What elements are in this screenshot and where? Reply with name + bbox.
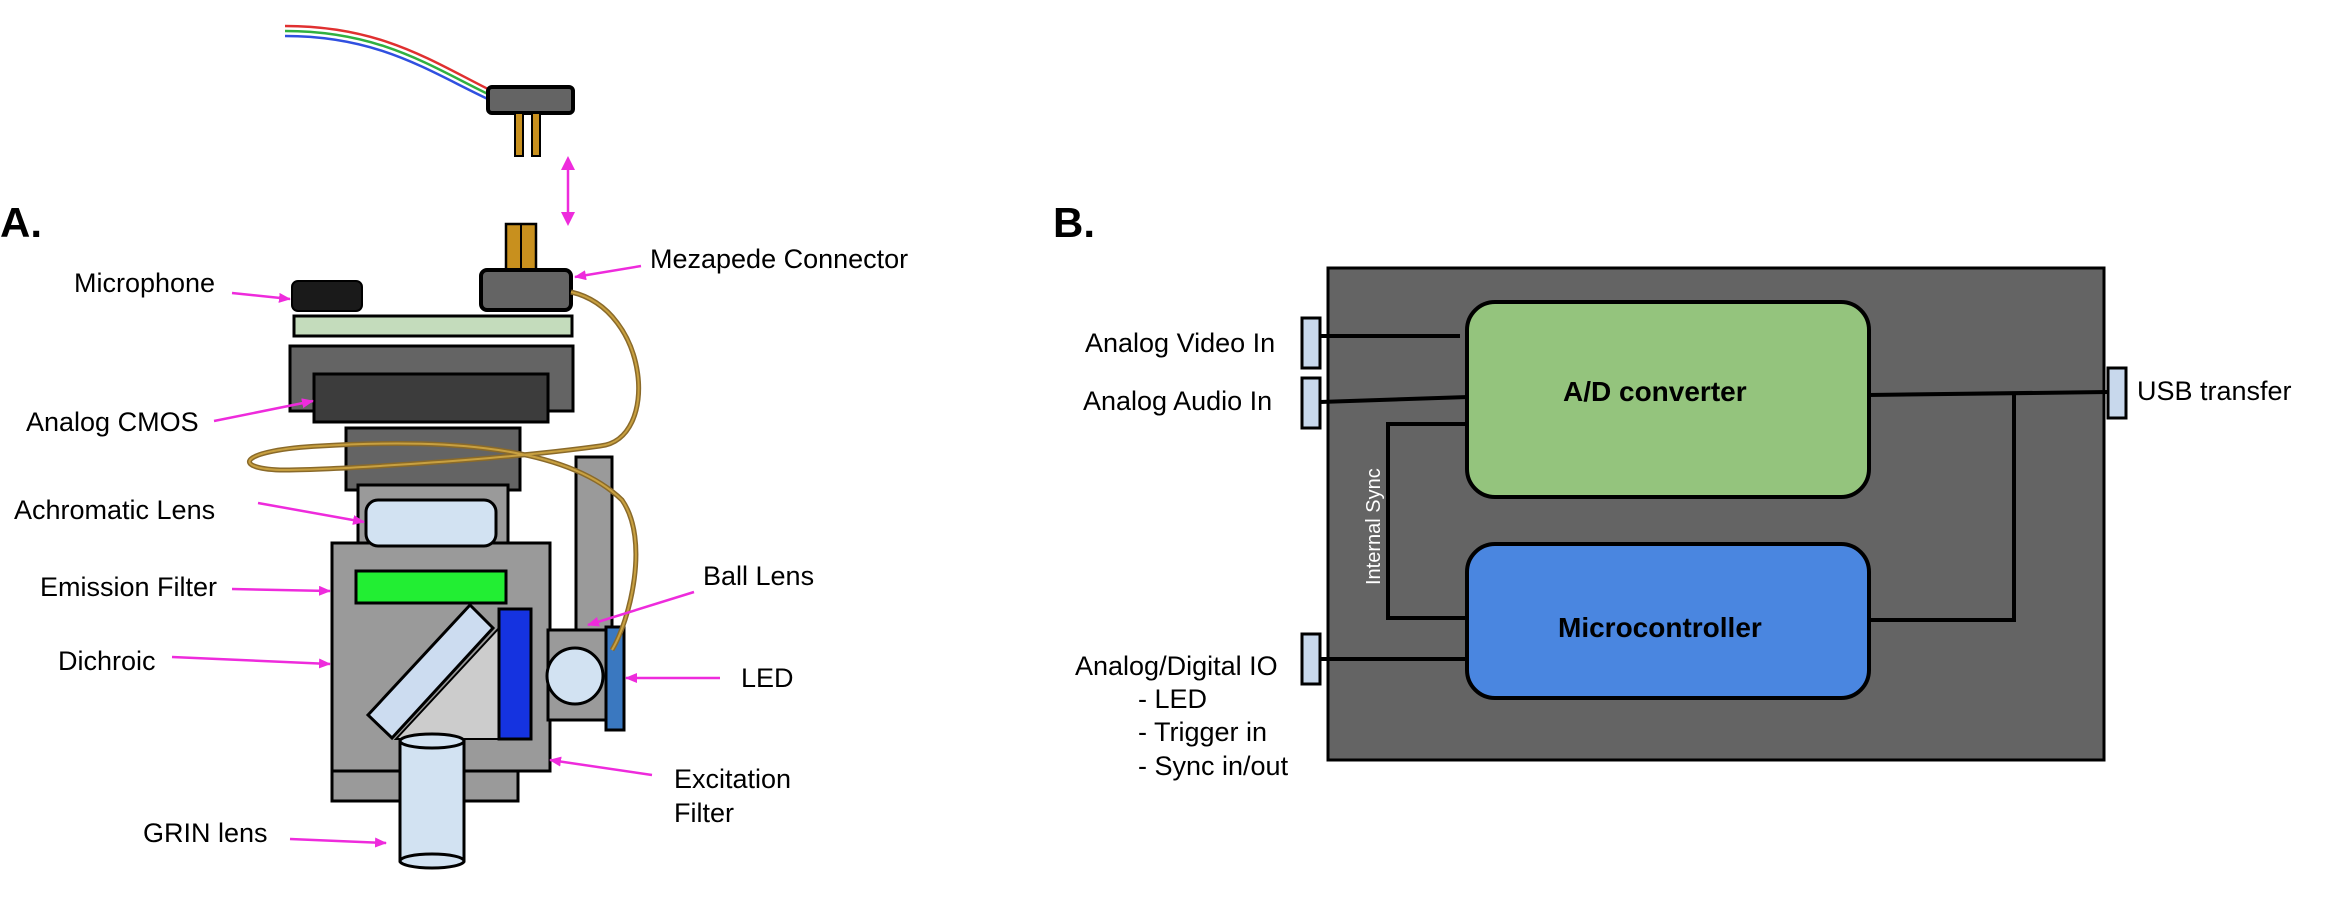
achromatic-lens-label: Achromatic Lens: [14, 495, 215, 525]
mezapede-connector-label: Mezapede Connector: [650, 244, 908, 274]
ad-converter-label: A/D converter: [1563, 376, 1747, 407]
microphone-part: [291, 280, 363, 312]
microcontroller-block: [1465, 542, 1871, 700]
io-item-trigger: - Trigger in: [1138, 717, 1267, 747]
analog-video-in-label: Analog Video In: [1085, 328, 1275, 358]
analog-cmos-label: Analog CMOS: [26, 407, 199, 437]
achromatic-lens-part: [364, 498, 498, 548]
connect-double-arrow: [561, 156, 575, 226]
analog-video-port: [1300, 316, 1322, 370]
ad-converter-block: [1465, 300, 1871, 499]
panel-b: B. A/D converter Microcontroller Interna…: [1053, 199, 2292, 781]
excitation-filter-label-1: Excitation: [674, 764, 791, 794]
usb-port: [2106, 366, 2128, 420]
analog-cmos-part: [312, 372, 550, 424]
analog-cmos-arrow: [213, 398, 314, 423]
microphone-label: Microphone: [74, 268, 215, 298]
panel-a: A.: [0, 24, 908, 870]
microcontroller-label: Microcontroller: [1558, 612, 1762, 643]
pcb-board: [292, 314, 574, 338]
emission-filter-arrow: [231, 585, 331, 596]
connector-wires: [284, 24, 491, 102]
led-cable: [247, 289, 642, 652]
led-label: LED: [741, 663, 794, 693]
grin-lens-label: GRIN lens: [143, 818, 268, 848]
dichroic-label: Dichroic: [58, 646, 156, 676]
achromatic-lens-arrow: [257, 501, 365, 525]
ball-lens-label: Ball Lens: [703, 561, 814, 591]
io-item-sync: - Sync in/out: [1138, 751, 1289, 781]
ball-lens-arrow: [587, 590, 695, 627]
io-port: [1300, 632, 1322, 686]
analog-audio-in-label: Analog Audio In: [1083, 386, 1272, 416]
usb-transfer-label: USB transfer: [2137, 376, 2292, 406]
io-item-led: - LED: [1138, 684, 1207, 714]
mezapede-connector-part: [479, 222, 573, 312]
excitation-filter-arrow: [549, 756, 653, 777]
mounting-post: [574, 455, 614, 641]
analog-digital-io-label: Analog/Digital IO: [1075, 651, 1278, 681]
microphone-arrow: [231, 291, 291, 303]
analog-audio-port: [1300, 376, 1322, 430]
grin-lens-part: [398, 732, 466, 870]
grin-lens-arrow: [289, 837, 387, 848]
dichroic-mirror: [365, 602, 496, 741]
panel-a-label: A.: [0, 199, 42, 246]
ball-lens-part: [545, 646, 605, 706]
excitation-filter-part: [497, 607, 533, 741]
mezapede-plug: [486, 85, 575, 157]
internal-sync-label: Internal Sync: [1363, 468, 1385, 585]
led-part: [604, 625, 626, 732]
board-wiring: [1319, 334, 2109, 661]
emission-filter-part: [354, 569, 508, 605]
excitation-filter-label-2: Filter: [674, 798, 734, 828]
mezapede-connector-arrow: [574, 264, 642, 281]
panel-b-label: B.: [1053, 199, 1095, 246]
emission-filter-label: Emission Filter: [40, 572, 217, 602]
dichroic-arrow: [171, 655, 331, 669]
